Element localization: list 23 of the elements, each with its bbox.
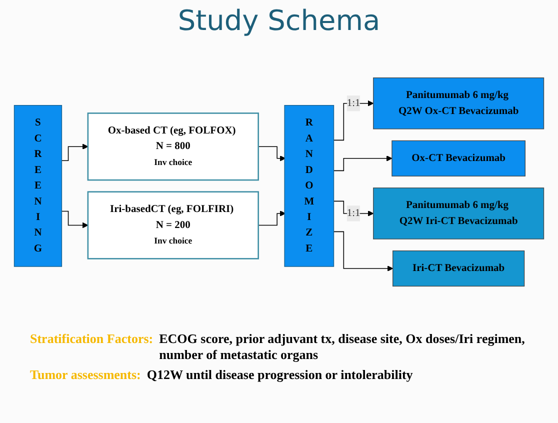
title: Study Schema <box>176 4 382 37</box>
note-text: Q12W until disease progression or intolerability <box>146 367 413 383</box>
node-box: Iri-basedCT (eg, FOLFIRI) N = 200 Inv choice <box>87 191 259 260</box>
node-box: Ox-CT Bevacizumab <box>392 140 526 176</box>
node-box: Ox-based CT (eg, FOLFOX) N = 800 Inv choice <box>87 112 259 181</box>
arrow <box>61 210 88 228</box>
note-text: ECOG score, prior adjuvant tx, disease site, Ox doses/Iri regimen, number of metastatic organs <box>159 331 526 363</box>
edge-label: 1:1 <box>346 97 360 109</box>
node-box: SCREENING <box>14 105 62 267</box>
note-heading: Tumor assessments: <box>30 367 141 383</box>
arrow <box>333 156 392 172</box>
node-box: Panitumumab 6 mg/kg Q2W Iri-CT Bevacizumab <box>373 188 544 240</box>
arrow <box>61 144 88 161</box>
arrow <box>258 210 286 226</box>
arrow <box>258 146 286 162</box>
node-box: Iri-CT Bevacizumab <box>392 250 525 287</box>
node-box: RANDOMIZE <box>284 105 334 267</box>
arrow <box>333 100 374 141</box>
edge-label: 1:1 <box>346 208 360 219</box>
arrow <box>333 231 394 272</box>
arrow <box>333 200 374 216</box>
node-box: Panitumumab 6 mg/kg Q2W Ox-CT Bevacizumab <box>373 77 544 130</box>
note-heading: Stratification Factors: <box>30 331 154 348</box>
